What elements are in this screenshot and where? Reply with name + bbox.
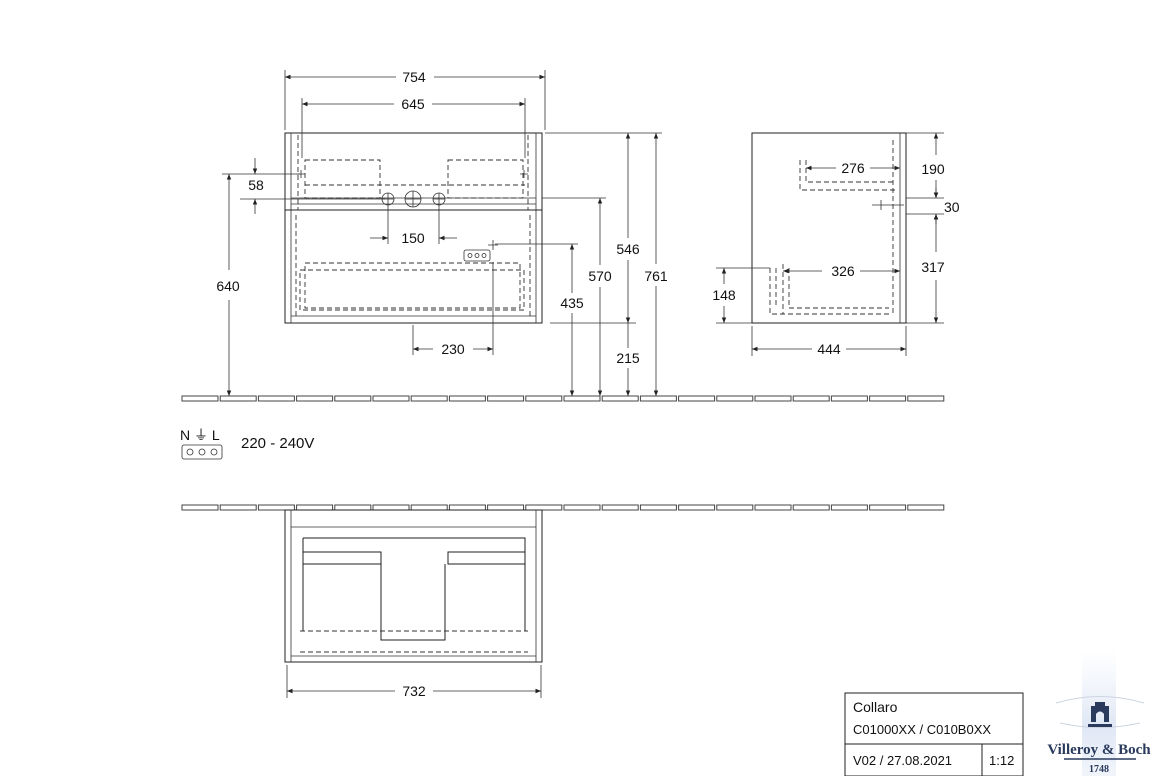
floor-tile bbox=[448, 395, 486, 402]
nl-label: N ⏚ L bbox=[180, 427, 220, 443]
dim-645: 645 bbox=[401, 96, 425, 112]
floor-tile bbox=[792, 395, 830, 402]
floor-tile bbox=[219, 504, 257, 511]
floor-tile bbox=[448, 504, 486, 511]
dim-761: 761 bbox=[644, 268, 668, 284]
dim-570: 570 bbox=[588, 268, 612, 284]
floor-line-top bbox=[181, 395, 945, 402]
top-dimensions: 732 bbox=[286, 665, 542, 699]
front-dimensions: 754 645 58 150 640 230 bbox=[216, 69, 668, 396]
floor-tile bbox=[869, 504, 907, 511]
floor-tile bbox=[372, 504, 410, 511]
front-view bbox=[284, 132, 543, 324]
floor-tile bbox=[334, 504, 372, 511]
floor-tile bbox=[678, 395, 716, 402]
floor-tile bbox=[601, 395, 639, 402]
product-name: Collaro bbox=[853, 699, 898, 715]
dim-732: 732 bbox=[402, 683, 426, 699]
dim-148: 148 bbox=[712, 287, 736, 303]
floor-line-bottom bbox=[181, 504, 945, 511]
dim-30: 30 bbox=[944, 199, 960, 215]
voltage-label: 220 - 240V bbox=[241, 435, 314, 452]
floor-tile bbox=[525, 504, 563, 511]
floor-tile bbox=[907, 395, 945, 402]
dim-444: 444 bbox=[817, 341, 841, 357]
scale: 1:12 bbox=[989, 753, 1014, 768]
side-dimensions: 276 190 30 317 326 148 444 bbox=[712, 132, 960, 357]
floor-tile bbox=[754, 395, 792, 402]
floor-tile bbox=[334, 395, 372, 402]
floor-tile bbox=[525, 395, 563, 402]
electrical-symbol: N ⏚ L 220 - 240V bbox=[180, 427, 314, 460]
side-view bbox=[751, 132, 907, 324]
dim-150: 150 bbox=[401, 230, 425, 246]
floor-tile bbox=[563, 395, 601, 402]
dim-58: 58 bbox=[248, 177, 264, 193]
brand-logo: Villeroy & Boch 1748 bbox=[1047, 650, 1151, 776]
product-codes: C01000XX / C010B0XX bbox=[853, 722, 991, 737]
brand-year: 1748 bbox=[1089, 764, 1109, 775]
floor-tile bbox=[869, 395, 907, 402]
floor-tile bbox=[487, 504, 525, 511]
floor-tile bbox=[219, 395, 257, 402]
dim-230: 230 bbox=[441, 341, 465, 357]
castle-icon bbox=[1088, 702, 1112, 727]
dim-640: 640 bbox=[216, 278, 240, 294]
floor-tile bbox=[181, 504, 219, 511]
floor-tile bbox=[830, 504, 868, 511]
floor-tile bbox=[410, 395, 448, 402]
floor-tile bbox=[639, 395, 677, 402]
floor-tile bbox=[296, 395, 334, 402]
dim-276: 276 bbox=[841, 160, 865, 176]
floor-tile bbox=[754, 504, 792, 511]
floor-tile bbox=[181, 395, 219, 402]
dim-326: 326 bbox=[831, 263, 855, 279]
floor-tile bbox=[678, 504, 716, 511]
title-block: Collaro C01000XX / C010B0XX V02 / 27.08.… bbox=[844, 692, 1024, 776]
floor-tile bbox=[372, 395, 410, 402]
dim-215: 215 bbox=[616, 350, 640, 366]
dim-317: 317 bbox=[921, 259, 945, 275]
floor-tile bbox=[792, 504, 830, 511]
dim-546: 546 bbox=[616, 241, 640, 257]
floor-tile bbox=[257, 504, 295, 511]
floor-tile bbox=[563, 504, 601, 511]
floor-tile bbox=[487, 395, 525, 402]
floor-tile bbox=[830, 395, 868, 402]
top-view bbox=[284, 509, 543, 663]
dim-190: 190 bbox=[921, 161, 945, 177]
floor-tile bbox=[601, 504, 639, 511]
floor-tile bbox=[296, 504, 334, 511]
floor-tile bbox=[907, 504, 945, 511]
dim-435: 435 bbox=[560, 295, 584, 311]
floor-tile bbox=[410, 504, 448, 511]
floor-tile bbox=[639, 504, 677, 511]
floor-tile bbox=[257, 395, 295, 402]
floor-tile bbox=[716, 395, 754, 402]
dim-754: 754 bbox=[402, 69, 426, 85]
brand-name: Villeroy & Boch bbox=[1047, 742, 1151, 758]
version-date: V02 / 27.08.2021 bbox=[853, 753, 952, 768]
floor-tile bbox=[716, 504, 754, 511]
